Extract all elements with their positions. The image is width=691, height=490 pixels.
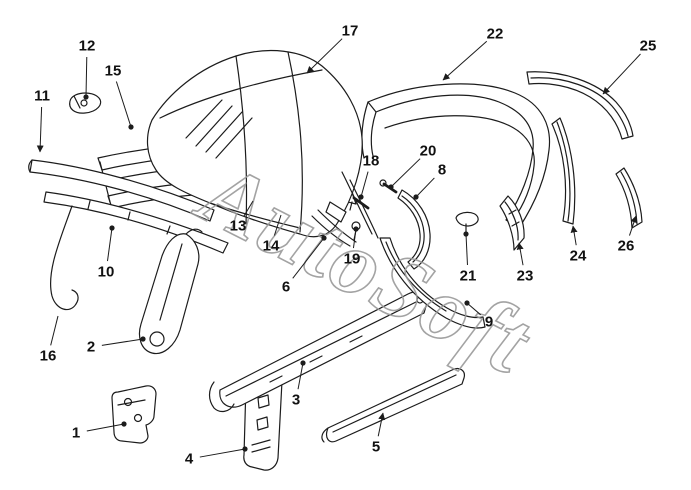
part-label-12: 12 [79,38,96,55]
leader-dot-18 [358,194,364,200]
part-23-trim-piece [499,195,525,251]
part-label-15: 15 [105,63,122,80]
leader-line-4 [199,448,246,458]
leader-dot-1 [121,421,127,427]
leader-line-13 [243,200,254,217]
part-21-grommet [455,211,479,233]
leader-line-16 [50,315,59,346]
part-12-latch [69,92,102,114]
part-label-21: 21 [460,268,477,285]
leader-line-22 [442,40,488,81]
leader-dot-2 [140,336,146,342]
part-label-13: 13 [230,218,247,235]
part-label-5: 5 [372,439,380,456]
leader-dot-6 [321,235,327,241]
leader-dot-9 [464,300,470,306]
part-label-2: 2 [87,339,95,356]
part-9-quarter-frame [379,237,486,329]
part-16-cable [50,205,79,311]
leader-line-21 [465,233,468,266]
leader-line-23 [516,242,524,266]
leader-dot-21 [463,231,469,237]
part-22-rear-frame [361,83,551,229]
leader-dot-12 [83,94,89,100]
part-6-linkage [311,171,379,247]
part-label-25: 25 [640,38,657,55]
part-24-trim-strip [551,117,576,225]
part-label-26: 26 [618,238,635,255]
leader-line-6 [292,237,325,279]
leader-line-17 [306,38,343,74]
leader-line-1 [86,423,125,432]
part-label-18: 18 [363,153,380,170]
part-label-4: 4 [185,451,194,468]
leader-line-11 [36,106,44,153]
leader-line-9 [466,302,482,316]
part-25-trim-strip [526,71,634,140]
part-label-16: 16 [40,348,57,365]
part-1-bracket [111,385,157,444]
part-label-19: 19 [344,251,361,268]
part-label-17: 17 [342,23,359,40]
part-label-1: 1 [72,425,80,442]
leader-line-24 [570,225,578,246]
leader-line-3 [297,362,304,390]
part-label-14: 14 [263,238,280,255]
leader-dot-4 [242,446,248,452]
part-label-3: 3 [292,392,300,409]
leader-line-2 [101,338,144,346]
leader-line-25 [602,53,641,95]
leader-line-5 [377,412,386,437]
part-label-22: 22 [487,26,504,43]
leader-line-26 [629,215,638,236]
leader-line-8 [415,177,435,198]
part-17-soft-top [146,49,363,238]
part-label-11: 11 [34,88,50,105]
part-5-sill-strip [321,367,465,443]
part-label-10: 10 [98,264,115,281]
part-2-pillar-strut [138,228,203,355]
leader-line-20 [390,158,421,188]
part-11-header-rail [28,159,215,222]
part-20-bolt [379,179,398,194]
leader-line-19 [352,228,357,249]
leader-line-14 [273,214,282,236]
leader-line-18 [360,171,369,198]
part-label-23: 23 [517,268,534,285]
part-8-seal-channel [397,189,431,270]
leader-lines [36,38,641,458]
watermark-text: AutoSoft [181,140,547,394]
leader-line-12 [85,56,88,98]
leader-line-15 [115,81,132,128]
leader-dot-10 [109,225,115,231]
part-label-9: 9 [485,314,493,331]
leader-dot-3 [300,360,306,366]
leader-dot-8 [413,194,419,200]
part-label-20: 20 [420,143,437,160]
part-labels: 1234568910111213141516171819202122232425… [34,23,656,468]
leader-line-10 [106,227,113,262]
exploded-view-drawing [28,49,643,471]
leader-dot-19 [353,226,359,232]
part-26-trim-strip [615,167,643,229]
leader-dot-15 [128,124,134,130]
part-10-header-seal [43,191,229,254]
part-label-24: 24 [570,248,587,265]
part-label-6: 6 [282,279,290,296]
part-label-8: 8 [438,162,446,179]
leader-dot-20 [388,184,394,190]
